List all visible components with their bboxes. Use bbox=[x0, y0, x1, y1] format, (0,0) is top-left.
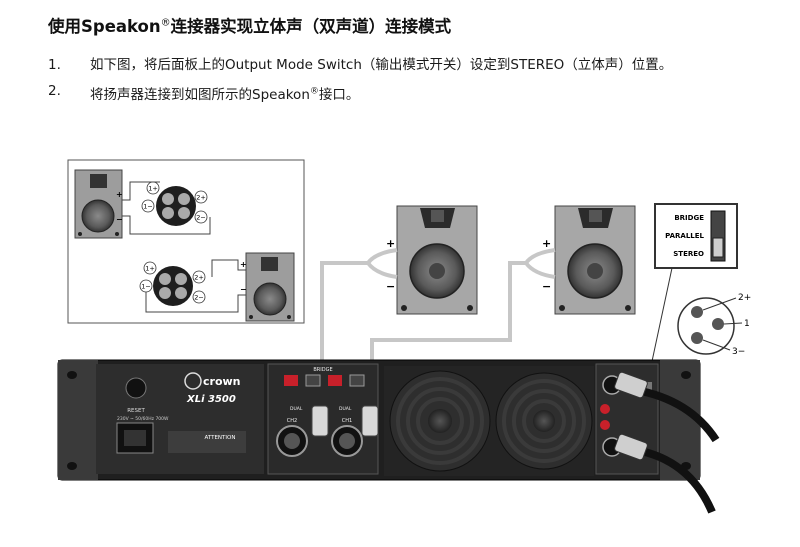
dual-label: DUAL bbox=[290, 406, 303, 412]
output-mode-switch: BRIDGE PARALLEL STEREO bbox=[647, 203, 738, 381]
svg-text:+: + bbox=[240, 260, 247, 269]
svg-text:1−: 1− bbox=[141, 283, 151, 291]
speakon-connector-icon: 1+ 1− 2+ 2− bbox=[139, 261, 206, 306]
instruction-step-1: 1. 如下图，将后面板上的Output Mode Switch（输出模式开关）设… bbox=[48, 55, 778, 75]
cooling-fan-icon bbox=[384, 366, 496, 476]
speaker-cabinet-left bbox=[396, 205, 478, 315]
svg-text:−: − bbox=[542, 280, 551, 293]
pin-2-label: 2+ bbox=[738, 293, 751, 303]
svg-text:2−: 2− bbox=[196, 214, 206, 222]
step-text: 如下图，将后面板上的Output Mode Switch（输出模式开关）设定到S… bbox=[90, 57, 673, 73]
reset-label: RESET bbox=[127, 408, 145, 414]
speakon-connector-icon: 1+ 1− 2+ 2− bbox=[141, 181, 208, 226]
pin-3-label: 3− bbox=[732, 347, 745, 357]
inset-speaker-icon bbox=[74, 169, 123, 239]
dual-label: DUAL bbox=[339, 406, 352, 412]
xlr-input-cable bbox=[614, 371, 720, 514]
step-number: 2. bbox=[48, 83, 61, 99]
ch2-label: CH2 bbox=[287, 418, 297, 424]
svg-text:2+: 2+ bbox=[196, 194, 206, 202]
step-text: 将扬声器连接到如图所示的Speakon®接口。 bbox=[90, 86, 360, 103]
page-title: 使用Speakon®连接器实现立体声（双声道）连接模式 bbox=[48, 17, 452, 36]
brand-logo: crown bbox=[203, 375, 241, 388]
svg-text:2−: 2− bbox=[194, 294, 204, 302]
speaker-cabinet-right bbox=[554, 205, 636, 315]
pin-1-label: 1 bbox=[744, 319, 750, 329]
xlr-pin-diagram: 2+ 1 3− bbox=[677, 293, 751, 357]
model-name: XLi 3500 bbox=[186, 394, 236, 405]
power-spec: 230V ~ 50/60Hz 700W bbox=[117, 416, 169, 422]
ch1-label: CH1 bbox=[342, 418, 352, 424]
svg-text:1−: 1− bbox=[143, 203, 153, 211]
inset-speaker-icon bbox=[245, 252, 295, 322]
svg-text:−: − bbox=[386, 280, 395, 293]
switch-label-stereo: STEREO bbox=[673, 250, 704, 258]
svg-text:+: + bbox=[116, 190, 123, 199]
speakon-plug bbox=[311, 405, 379, 437]
svg-text:1+: 1+ bbox=[148, 185, 158, 193]
attention-label: ATTENTION bbox=[205, 435, 236, 441]
svg-text:+: + bbox=[542, 237, 551, 250]
amplifier-rear-panel: RESET 230V ~ 50/60Hz 700W crown XLi 3500… bbox=[57, 359, 701, 481]
switch-label-bridge: BRIDGE bbox=[674, 214, 704, 222]
svg-text:−: − bbox=[240, 285, 247, 294]
svg-text:−: − bbox=[116, 215, 123, 224]
svg-text:+: + bbox=[386, 237, 395, 250]
bridge-label: BRIDGE bbox=[313, 367, 332, 373]
instruction-list: 1. 如下图，将后面板上的Output Mode Switch（输出模式开关）设… bbox=[48, 55, 778, 111]
switch-label-parallel: PARALLEL bbox=[665, 232, 704, 240]
step-number: 1. bbox=[48, 57, 61, 73]
power-inlet bbox=[116, 422, 154, 454]
inset-wiring-box: 1+ 1− 2+ 2− 1+ 1− 2+ 2− + − + − bbox=[67, 159, 305, 324]
svg-text:1+: 1+ bbox=[145, 265, 155, 273]
instruction-step-2: 2. 将扬声器连接到如图所示的Speakon®接口。 bbox=[48, 81, 778, 105]
cooling-fan-icon bbox=[495, 366, 594, 476]
wiring-diagram: 1+ 1− 2+ 2− 1+ 1− 2+ 2− + − + − bbox=[57, 159, 751, 514]
svg-text:2+: 2+ bbox=[194, 274, 204, 282]
